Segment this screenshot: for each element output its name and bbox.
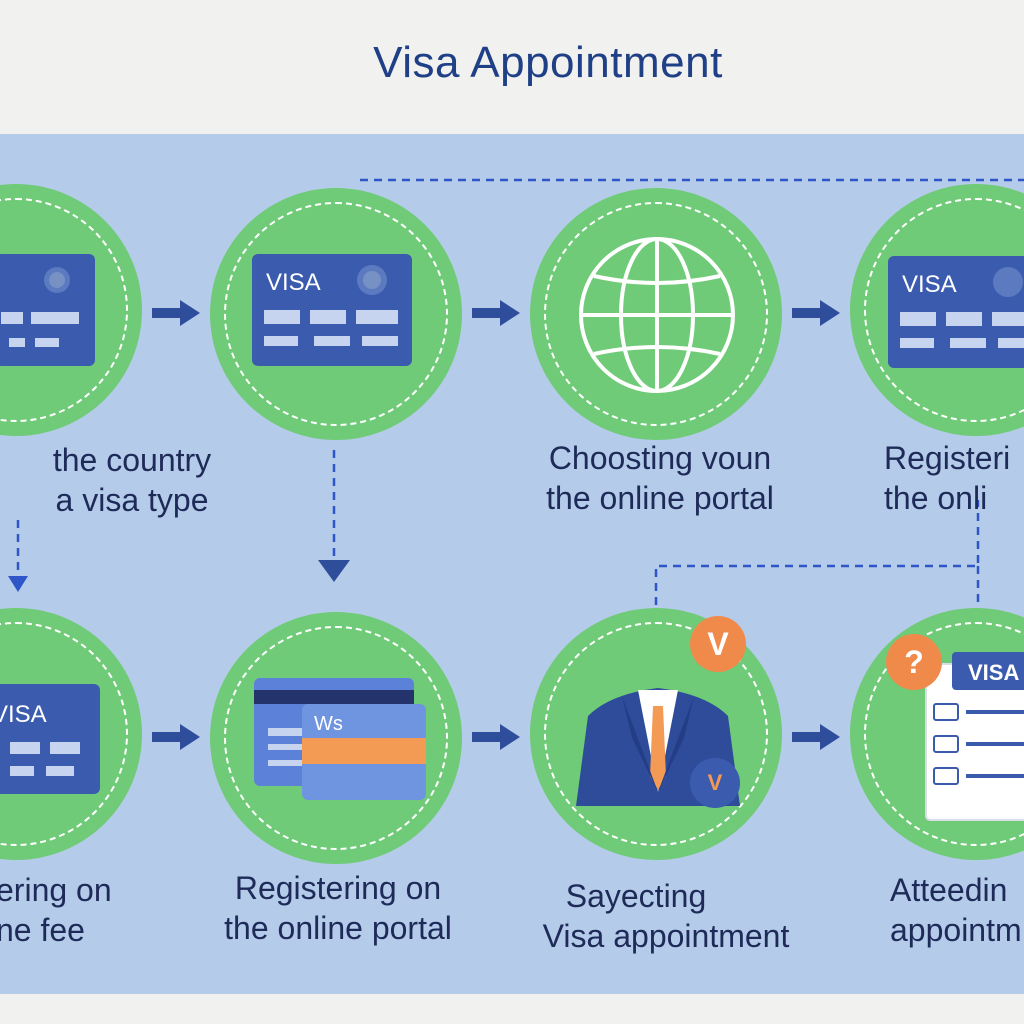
step-1-circle bbox=[0, 184, 142, 436]
step-7-badge: V bbox=[690, 616, 746, 672]
step-6-circle: Ws bbox=[210, 612, 462, 864]
step-7-small-badge: V bbox=[690, 758, 740, 808]
card-text: Ws bbox=[314, 713, 343, 735]
page-title: Visa Appointment bbox=[373, 38, 723, 87]
step-7-circle: V V bbox=[530, 608, 782, 860]
step-3-circle bbox=[530, 188, 782, 440]
step-1-label: the country a visa type bbox=[52, 442, 212, 518]
dashed-connectors bbox=[8, 178, 1024, 605]
card-text: VISA bbox=[0, 701, 47, 728]
step-7-label: Sayecting Visa appointment bbox=[542, 878, 790, 954]
visa-form-icon: VISA bbox=[925, 652, 1024, 821]
card-text: VISA bbox=[968, 660, 1019, 685]
left-down-arrowhead bbox=[8, 576, 28, 592]
step-2-circle: VISA bbox=[210, 188, 462, 440]
visa-card-icon: VISA bbox=[252, 254, 412, 366]
visa-card-icon bbox=[0, 254, 95, 366]
step-3-label: Choosting voun the online portal bbox=[546, 440, 774, 516]
flow-arrow-5 bbox=[472, 724, 520, 750]
flow-arrow-6 bbox=[792, 724, 840, 750]
flow-arrow-2 bbox=[472, 300, 520, 326]
diagram-panel: VISA bbox=[0, 134, 1024, 994]
step-8-badge: ? bbox=[886, 634, 942, 690]
middle-down-arrowhead bbox=[318, 560, 350, 582]
flow-arrow-4 bbox=[152, 724, 200, 750]
visa-card-icon: VISA bbox=[888, 256, 1024, 368]
card-text: VISA bbox=[266, 269, 321, 296]
step-5-label: ering on ne fee bbox=[0, 872, 112, 948]
step-4-label: Registeri the onli bbox=[884, 440, 1011, 516]
suit-person-icon bbox=[576, 688, 740, 806]
card-text: VISA bbox=[902, 271, 957, 298]
flow-arrow-3 bbox=[792, 300, 840, 326]
payment-cards-icon: Ws bbox=[254, 678, 426, 800]
visa-card-icon: VISA bbox=[0, 684, 100, 794]
globe-icon bbox=[579, 237, 735, 393]
flow-arrow-1 bbox=[152, 300, 200, 326]
step-6-label: Registering on the online portal bbox=[224, 870, 452, 946]
right-return-connector bbox=[654, 500, 980, 605]
step-8-label: Atteedin appointm bbox=[890, 872, 1022, 948]
